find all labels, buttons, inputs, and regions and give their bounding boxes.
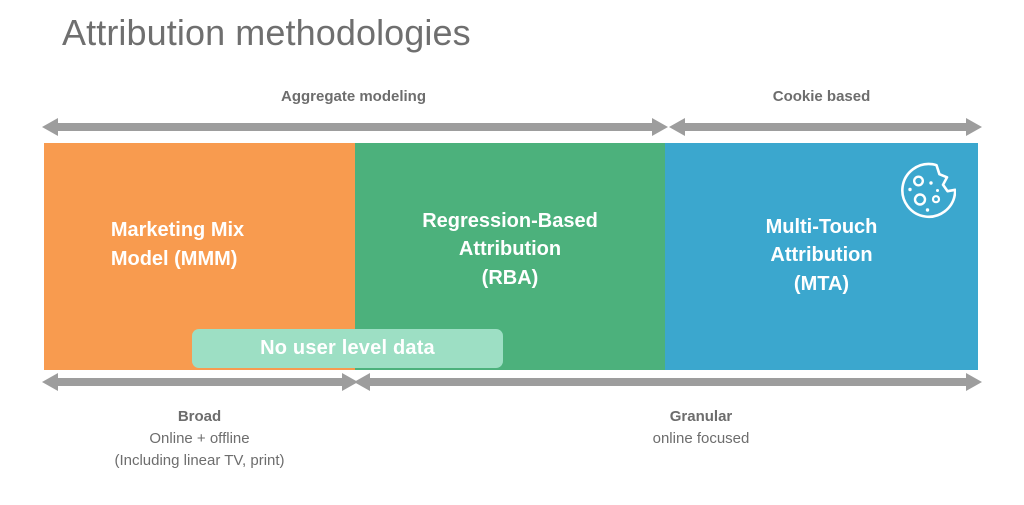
bar-segment-label-mmm: Marketing Mix Model (MMM) — [110, 219, 245, 270]
top-axis-label-aggregate-modeling: Aggregate modeling — [280, 88, 426, 105]
granular-arrow — [354, 373, 982, 391]
bar-segment-label-rba: Regression-Based Attribution (RBA) — [422, 209, 598, 289]
bottom-caption-granular: Granular online focused — [578, 406, 824, 450]
bottom-arrow-svg — [42, 373, 982, 391]
bar-segment-regression-based-attribution[interactable]: Regression-Based Attribution (RBA) — [355, 143, 665, 370]
bottom-caption-granular-line-1: online focused — [652, 429, 750, 447]
top-axis-label-cookie-based: Cookie based — [772, 88, 871, 105]
methodology-bar: Marketing Mix Model (MMM) Regression-Bas… — [44, 143, 978, 370]
bar-segment-label-mta: Multi-Touch Attribution (MTA) — [765, 215, 878, 295]
bottom-caption-granular-heading: Granular — [669, 408, 733, 425]
bar-segment-multi-touch-attribution[interactable]: Multi-Touch Attribution (MTA) — [665, 143, 978, 370]
top-arrow-svg — [42, 118, 982, 136]
page-title: Attribution methodologies — [62, 12, 471, 53]
bottom-axis-arrows — [36, 372, 988, 392]
aggregate-modeling-arrow — [42, 118, 668, 136]
cookie-icon — [901, 162, 956, 218]
top-axis-arrows — [36, 117, 988, 137]
no-user-level-data-label: No user level data — [260, 337, 435, 359]
bottom-caption-broad-line-1: Online + offline — [149, 429, 250, 447]
broad-arrow — [42, 373, 358, 391]
bottom-caption-broad-heading: Broad — [177, 408, 222, 425]
bottom-caption-broad-line-2: (Including linear TV, print) — [114, 452, 285, 470]
no-user-level-data-pill: No user level data — [192, 329, 503, 368]
bottom-caption-broad: Broad Online + offline (Including linear… — [44, 406, 355, 473]
cookie-based-arrow — [669, 118, 982, 136]
